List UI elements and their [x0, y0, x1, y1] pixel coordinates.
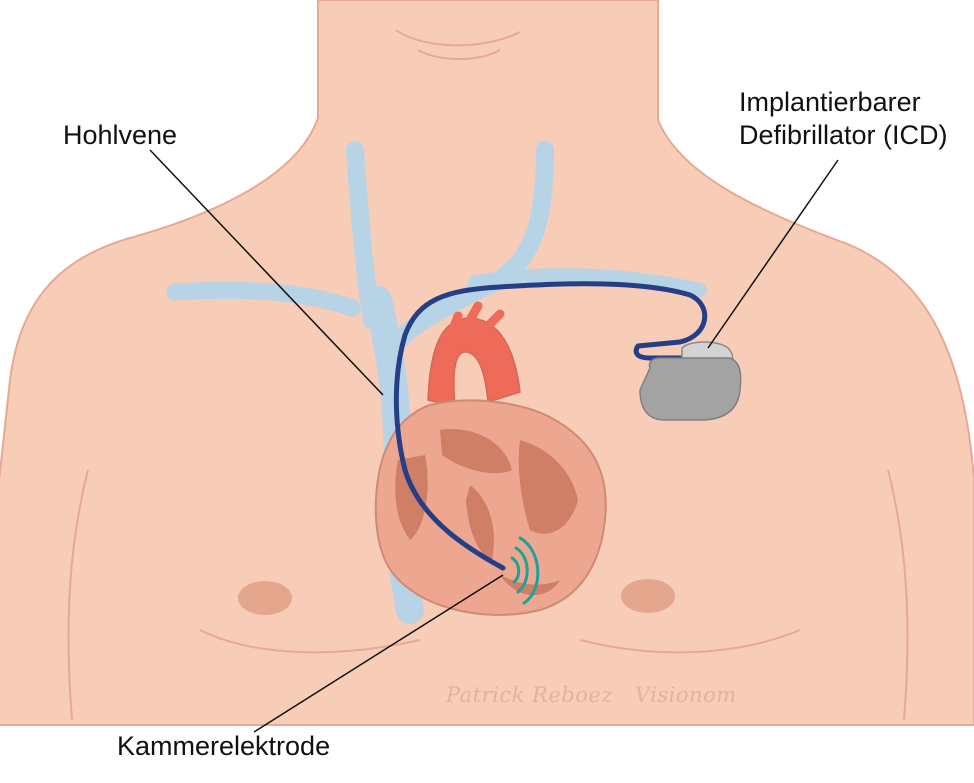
artist-signature: Patrick Reboez Visionom	[446, 683, 759, 707]
left-nipple	[238, 581, 292, 615]
label-icd-line1: Implantierbarer	[739, 86, 948, 119]
label-hohlvene: Hohlvene	[63, 119, 177, 152]
right-nipple	[621, 579, 675, 613]
icd-device	[640, 358, 741, 420]
label-icd: Implantierbarer Defibrillator (ICD)	[739, 86, 948, 152]
signature-studio: Visionom	[635, 683, 737, 707]
label-kammerelektrode: Kammerelektrode	[117, 730, 330, 763]
label-icd-line2: Defibrillator (ICD)	[739, 119, 948, 152]
signature-author: Patrick Reboez	[446, 683, 613, 707]
